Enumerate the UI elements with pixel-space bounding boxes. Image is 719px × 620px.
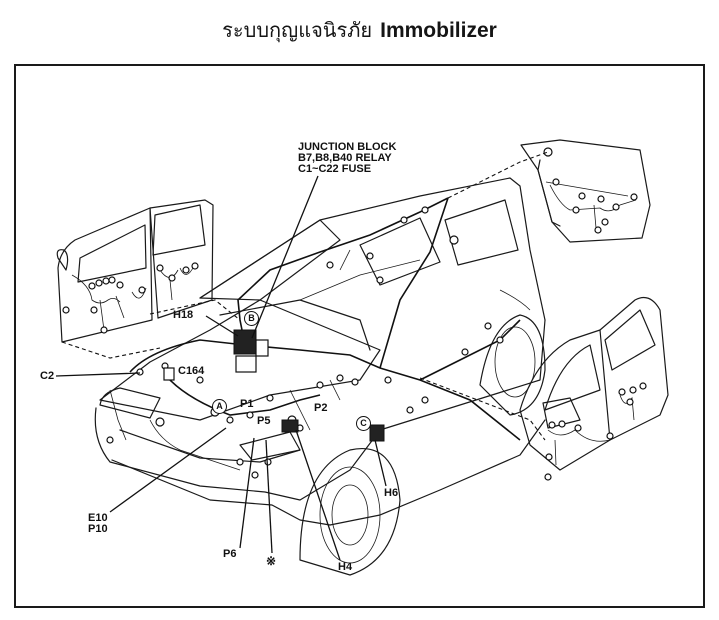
c164-module xyxy=(163,367,175,381)
left-front-door-outline xyxy=(57,207,153,343)
right-rear-door-outline xyxy=(599,297,669,441)
junction-block-line-3: C1~C22 FUSE xyxy=(298,163,372,175)
tailgate xyxy=(447,139,651,243)
callout-e10: E10 xyxy=(88,512,108,524)
left-door-harness-link-front xyxy=(61,341,161,359)
dashboard xyxy=(219,299,371,351)
leader-e10-p10 xyxy=(109,427,227,513)
location-marker-a: A xyxy=(212,399,227,414)
callout-p5: P5 xyxy=(257,415,271,427)
leader-lines xyxy=(55,175,387,561)
callout-p10: P10 xyxy=(88,523,108,535)
headlight-left xyxy=(99,387,161,419)
side-window-front xyxy=(359,217,441,286)
immobilizer-module-p xyxy=(281,419,299,433)
junction-block-module xyxy=(233,329,269,373)
callout-c164: C164 xyxy=(178,365,205,377)
leader-h4 xyxy=(295,429,341,561)
title-english: Immobilizer xyxy=(380,19,497,42)
body-side-sill xyxy=(379,319,546,431)
h6-module xyxy=(369,424,385,442)
right-rear-window xyxy=(604,309,656,371)
junction-block-line-2: B7,B8,B40 RELAY xyxy=(298,152,392,164)
roof-line xyxy=(199,177,546,321)
callout-e10-p10: E10 P10 xyxy=(88,513,108,535)
leader-junction-block xyxy=(251,175,319,339)
leader-h6 xyxy=(374,439,387,487)
front-bumper xyxy=(94,407,381,501)
front-wheel xyxy=(319,466,381,564)
callout-junction-block: JUNCTION BLOCK B7,B8,B40 RELAY C1~C22 FU… xyxy=(298,142,396,175)
callout-p6: P6 xyxy=(223,548,237,560)
right-door-connectors xyxy=(544,382,647,481)
callout-h4: H4 xyxy=(338,561,353,573)
rear-wheel-arch xyxy=(479,314,546,416)
main-harness xyxy=(106,197,531,479)
left-door-harness-link-rear xyxy=(149,299,241,321)
diagram-frame xyxy=(14,64,705,608)
right-front-window xyxy=(544,344,601,411)
left-door-connectors xyxy=(62,262,199,334)
leader-c2 xyxy=(55,372,141,377)
callout-asterisk: ※ xyxy=(266,554,277,568)
harness-connectors xyxy=(106,206,504,479)
right-front-door-outline xyxy=(519,329,611,471)
windshield xyxy=(199,219,341,301)
front-wheel-arch xyxy=(299,448,401,576)
leader-h18 xyxy=(205,315,239,337)
callout-h6: H6 xyxy=(384,487,399,499)
car-body xyxy=(94,177,546,576)
callout-c2: C2 xyxy=(40,370,55,382)
right-door-harness-link xyxy=(419,377,546,441)
title-thai: ระบบกุญแจนิรภัย xyxy=(222,18,373,42)
left-rear-door-outline xyxy=(149,199,214,319)
rocker-line xyxy=(329,419,546,526)
left-rear-window xyxy=(152,204,206,256)
callout-h18: H18 xyxy=(173,309,194,321)
location-marker-c: C xyxy=(356,416,371,431)
left-doors xyxy=(56,199,241,359)
front-fascia-lower xyxy=(111,459,331,526)
right-doors xyxy=(419,297,669,481)
tailgate-connectors xyxy=(543,147,638,234)
location-marker-b: B xyxy=(244,311,259,326)
headlight-right xyxy=(239,431,301,461)
diagram-title: ระบบกุญแจนิรภัย Immobilizer xyxy=(0,14,719,46)
left-front-window xyxy=(77,224,147,283)
callout-p2: P2 xyxy=(314,402,328,414)
junction-block-line-1: JUNCTION BLOCK xyxy=(298,141,397,153)
grille xyxy=(119,429,301,463)
rear-wheel xyxy=(494,326,536,398)
side-window-rear xyxy=(444,199,519,266)
left-side-mirror xyxy=(56,249,69,271)
right-side-mirror xyxy=(542,397,581,429)
callout-p1: P1 xyxy=(240,398,254,410)
leader-p6 xyxy=(239,437,255,549)
leader-asterisk xyxy=(265,439,273,554)
tailgate-harness-link xyxy=(447,151,549,199)
